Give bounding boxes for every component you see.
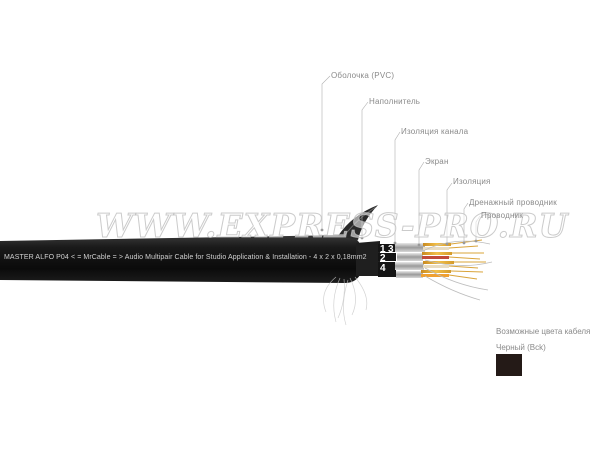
callout-sheath: Оболочка (PVC) [331, 71, 395, 80]
callout-shield: Экран [425, 157, 449, 166]
watermark: WWW.EXPRESS-PRO.RU [95, 206, 569, 246]
conductors [421, 243, 454, 277]
callout-drain-wire: Дренажный проводник [469, 198, 557, 207]
stripped-ends [448, 239, 486, 280]
callout-filler: Наполнитель [369, 97, 421, 106]
pair-number-4: 4 [380, 263, 386, 274]
pair-jacket-1 [378, 244, 396, 252]
callout-conductor: Проводник [481, 211, 523, 220]
pair-jacket-4 [378, 270, 396, 277]
pair-shield-4 [396, 271, 423, 278]
pair-number-2: 2 [380, 253, 386, 264]
cable-sheath [0, 235, 360, 283]
pair-number-1: 1 [380, 244, 386, 255]
callout-insulation: Изоляция [453, 177, 491, 186]
drain-wires [424, 240, 493, 301]
pair-jacket-3 [378, 262, 396, 270]
pair-shield-1 [395, 243, 425, 252]
color-options-caption: Возможные цвета кабеля [496, 327, 591, 336]
pair-shield-2 [397, 253, 423, 261]
pair-shield-3 [395, 262, 424, 270]
callout-channel-insulation: Изоляция канала [401, 127, 469, 136]
callout-dots [320, 228, 478, 247]
filler-threads [323, 276, 368, 326]
inner-jacket [356, 241, 380, 276]
color-swatch-black [496, 354, 522, 376]
cable-print-text: MASTER ALFO P04 < = MrCable = > Audio Mu… [4, 254, 367, 261]
pair-number-3: 3 [388, 244, 394, 255]
color-option-label: Черный (Bck) [496, 343, 546, 352]
pair-jacket-2 [378, 253, 396, 261]
callout-leaders [321, 75, 481, 245]
